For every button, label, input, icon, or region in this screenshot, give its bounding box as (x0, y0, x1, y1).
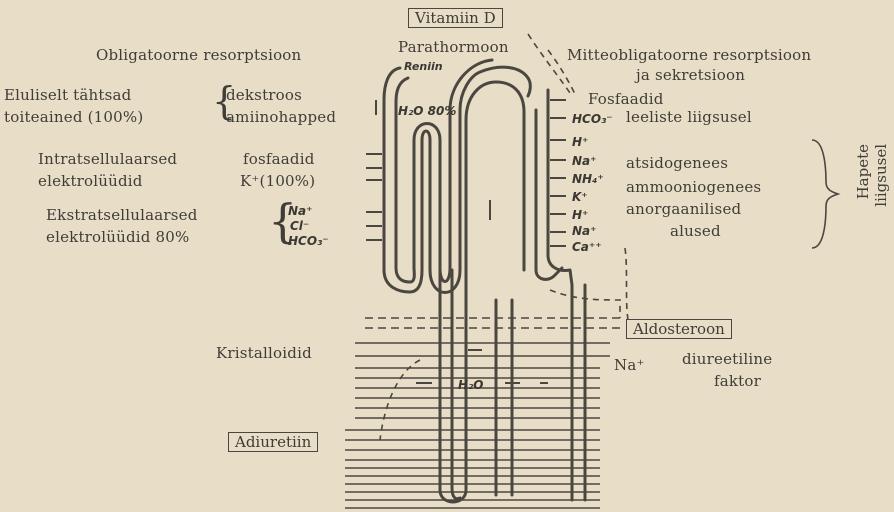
extracellular-line1: Ekstratsellulaarsed (46, 206, 198, 224)
aminohapped-label: amiinohapped (226, 108, 336, 126)
calcium-right-label: Ca⁺⁺ (572, 240, 602, 254)
hydrogen-right-label: H⁺ (572, 135, 588, 149)
water-80-label: H₂O 80% (398, 104, 456, 118)
optional-resorption-title-line2: ja sekretsioon (636, 66, 745, 84)
intracellular-line1: Intratsellulaarsed (38, 150, 177, 168)
extracellular-line2: elektrolüüdid 80% (46, 228, 190, 246)
alused-label: alused (670, 222, 721, 240)
bicarbonate-left-label: HCO₃⁻ (288, 234, 329, 248)
potassium-right-label: K⁺ (572, 190, 588, 204)
sodium-right-label-2: Na⁺ (572, 224, 596, 238)
anorgaanilised-label: anorgaanilised (626, 200, 741, 218)
diureetiline-label: diureetiline (682, 350, 772, 368)
bicarbonate-right-label: HCO₃⁻ (572, 112, 613, 126)
potassium-label: K⁺(100%) (240, 172, 315, 190)
sodium-plus-label: Na⁺ (614, 356, 645, 374)
acid-excess-label-line2: liigsusel (872, 144, 890, 207)
parathormoon-label: Parathormoon (398, 38, 509, 56)
sodium-right-label: Na⁺ (572, 154, 596, 168)
kristalloidid-label: Kristalloidid (216, 344, 312, 362)
distal-outer (548, 90, 572, 500)
atsidogenees-label: atsidogenees (626, 154, 728, 172)
optional-resorption-title-line1: Mitteobligatoorne resorptsioon (567, 46, 811, 64)
proximal-tubule-outer (384, 67, 530, 292)
reniin-label: Reniin (404, 60, 443, 74)
fosfaadid-right-label: Fosfaadid (588, 90, 664, 108)
ammooniogenees-label: ammooniogenees (626, 178, 761, 196)
faktor-label: faktor (714, 372, 761, 390)
dekstroos-label: dekstroos (226, 86, 302, 104)
fosfaadid-left-label: fosfaadid (243, 150, 315, 168)
aldosteroon-box: Aldosteroon (626, 319, 732, 339)
hydrogen-right-label-2: H⁺ (572, 208, 588, 222)
acid-excess-label-line1: Hapete (854, 144, 872, 199)
vitamin-d-box: Vitamiin D (408, 8, 503, 28)
ammonium-right-label: NH₄⁺ (572, 172, 604, 186)
sodium-left-label: Na⁺ (288, 204, 312, 218)
adiuretiin-box: Adiuretiin (228, 432, 318, 452)
vital-nutrients-line2: toiteained (100%) (4, 108, 143, 126)
water-label: H₂O (458, 378, 484, 392)
intracellular-line2: elektrolüüdid (38, 172, 143, 190)
vital-nutrients-line1: Eluliselt tähtsad (4, 86, 131, 104)
chloride-left-label: Cl⁻ (290, 219, 309, 233)
proximal-tubule-inner (396, 60, 492, 282)
alkali-excess-label: leeliste liigsusel (626, 108, 752, 126)
obligatory-resorption-title: Obligatoorne resorptsioon (96, 46, 301, 64)
